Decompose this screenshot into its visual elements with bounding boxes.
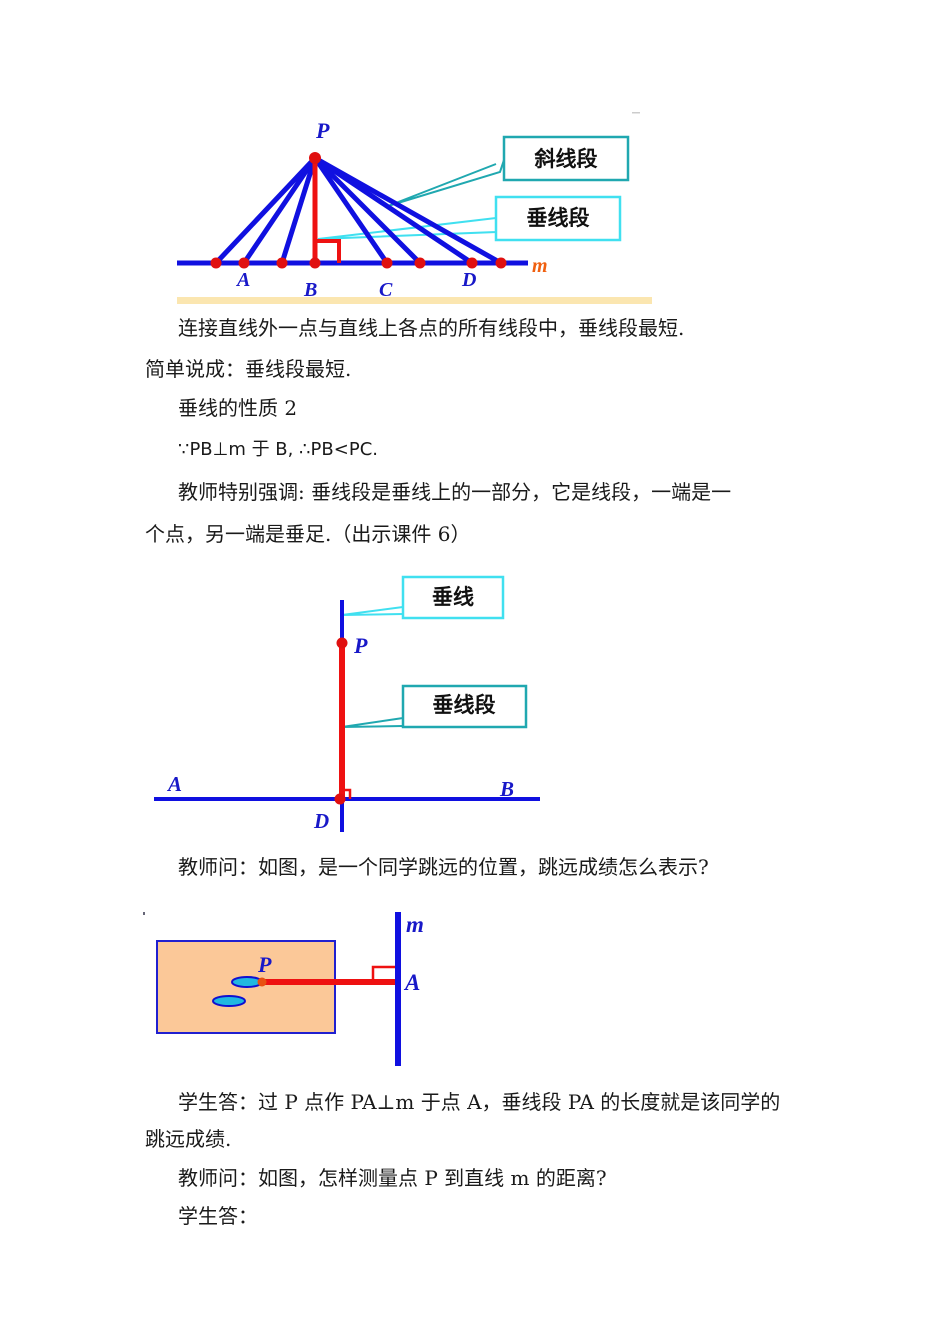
right-angle-mark	[315, 239, 341, 263]
figure-perpendicular-line: P A B D 垂线 垂线段	[154, 575, 540, 833]
label-P: P	[257, 952, 272, 977]
paragraph-student-answer-line2: 跳远成绩.	[145, 1127, 232, 1151]
right-angle-mark	[371, 965, 396, 982]
paragraph-student-answer-line1: 学生答：过 P 点作 PA⊥m 于点 A，垂线段 PA 的长度就是该同学的	[178, 1090, 781, 1114]
callout-segment-box	[401, 684, 528, 729]
callout-segment-text: 垂线段	[433, 692, 496, 717]
oblique-segments	[213, 155, 504, 266]
callout-oblique-leader	[387, 159, 505, 207]
callout-perp-text: 垂线段	[527, 205, 590, 230]
label-A: A	[403, 970, 420, 995]
label-B: B	[499, 777, 514, 801]
callout-perp-box	[494, 195, 622, 242]
label-D: D	[461, 269, 476, 291]
figure-long-jump: P A m	[143, 912, 424, 1066]
right-angle-mark	[342, 788, 352, 799]
point-P	[257, 977, 267, 987]
label-m: m	[532, 255, 548, 277]
paragraph-teacher-question-2: 教师问：如图，怎样测量点 P 到直线 m 的距离?	[178, 1166, 607, 1190]
callout-oblique-box	[502, 135, 630, 182]
paragraph-teacher-question-1: 教师问：如图，是一个同学跳远的位置，跳远成绩怎么表示?	[178, 855, 709, 879]
label-P: P	[353, 633, 368, 658]
callout-line-box	[401, 575, 505, 620]
callout-line-leader	[341, 600, 404, 616]
paragraph-emphasis-line2: 个点，另一端是垂足.（出示课件 6）	[145, 522, 471, 546]
paragraph-shortest-segment: 连接直线外一点与直线上各点的所有线段中，垂线段最短.	[178, 316, 685, 340]
base-band	[177, 297, 652, 304]
label-P: P	[315, 118, 330, 143]
label-B: B	[303, 279, 317, 301]
label-A: A	[235, 269, 250, 291]
footprint-icon	[212, 995, 246, 1007]
scan-artifact	[143, 912, 145, 915]
paragraph-proof: ∵PB⊥m 于 B, ∴PB<PC.	[178, 439, 378, 460]
label-m: m	[406, 912, 424, 937]
callout-line-text: 垂线	[432, 584, 474, 609]
scan-artifact	[632, 112, 640, 114]
paragraph-emphasis-line1: 教师特别强调: 垂线段是垂线上的一部分，它是线段，一端是一	[178, 480, 732, 504]
point-D	[334, 793, 346, 805]
paragraph-simplified: 简单说成：垂线段最短.	[145, 357, 352, 381]
paragraph-property-2: 垂线的性质 2	[178, 396, 298, 420]
paragraph-student-answer-2: 学生答：	[178, 1204, 258, 1228]
point-P	[336, 637, 348, 649]
point-P	[309, 152, 321, 164]
figure-oblique-segments: P A B C D m 斜线段 垂线段	[177, 112, 652, 304]
label-C: C	[379, 279, 393, 301]
points-on-m	[210, 257, 507, 269]
label-A: A	[166, 772, 182, 796]
callout-oblique-text: 斜线段	[534, 146, 598, 171]
label-D: D	[313, 809, 329, 833]
callout-segment-leader	[341, 712, 404, 728]
